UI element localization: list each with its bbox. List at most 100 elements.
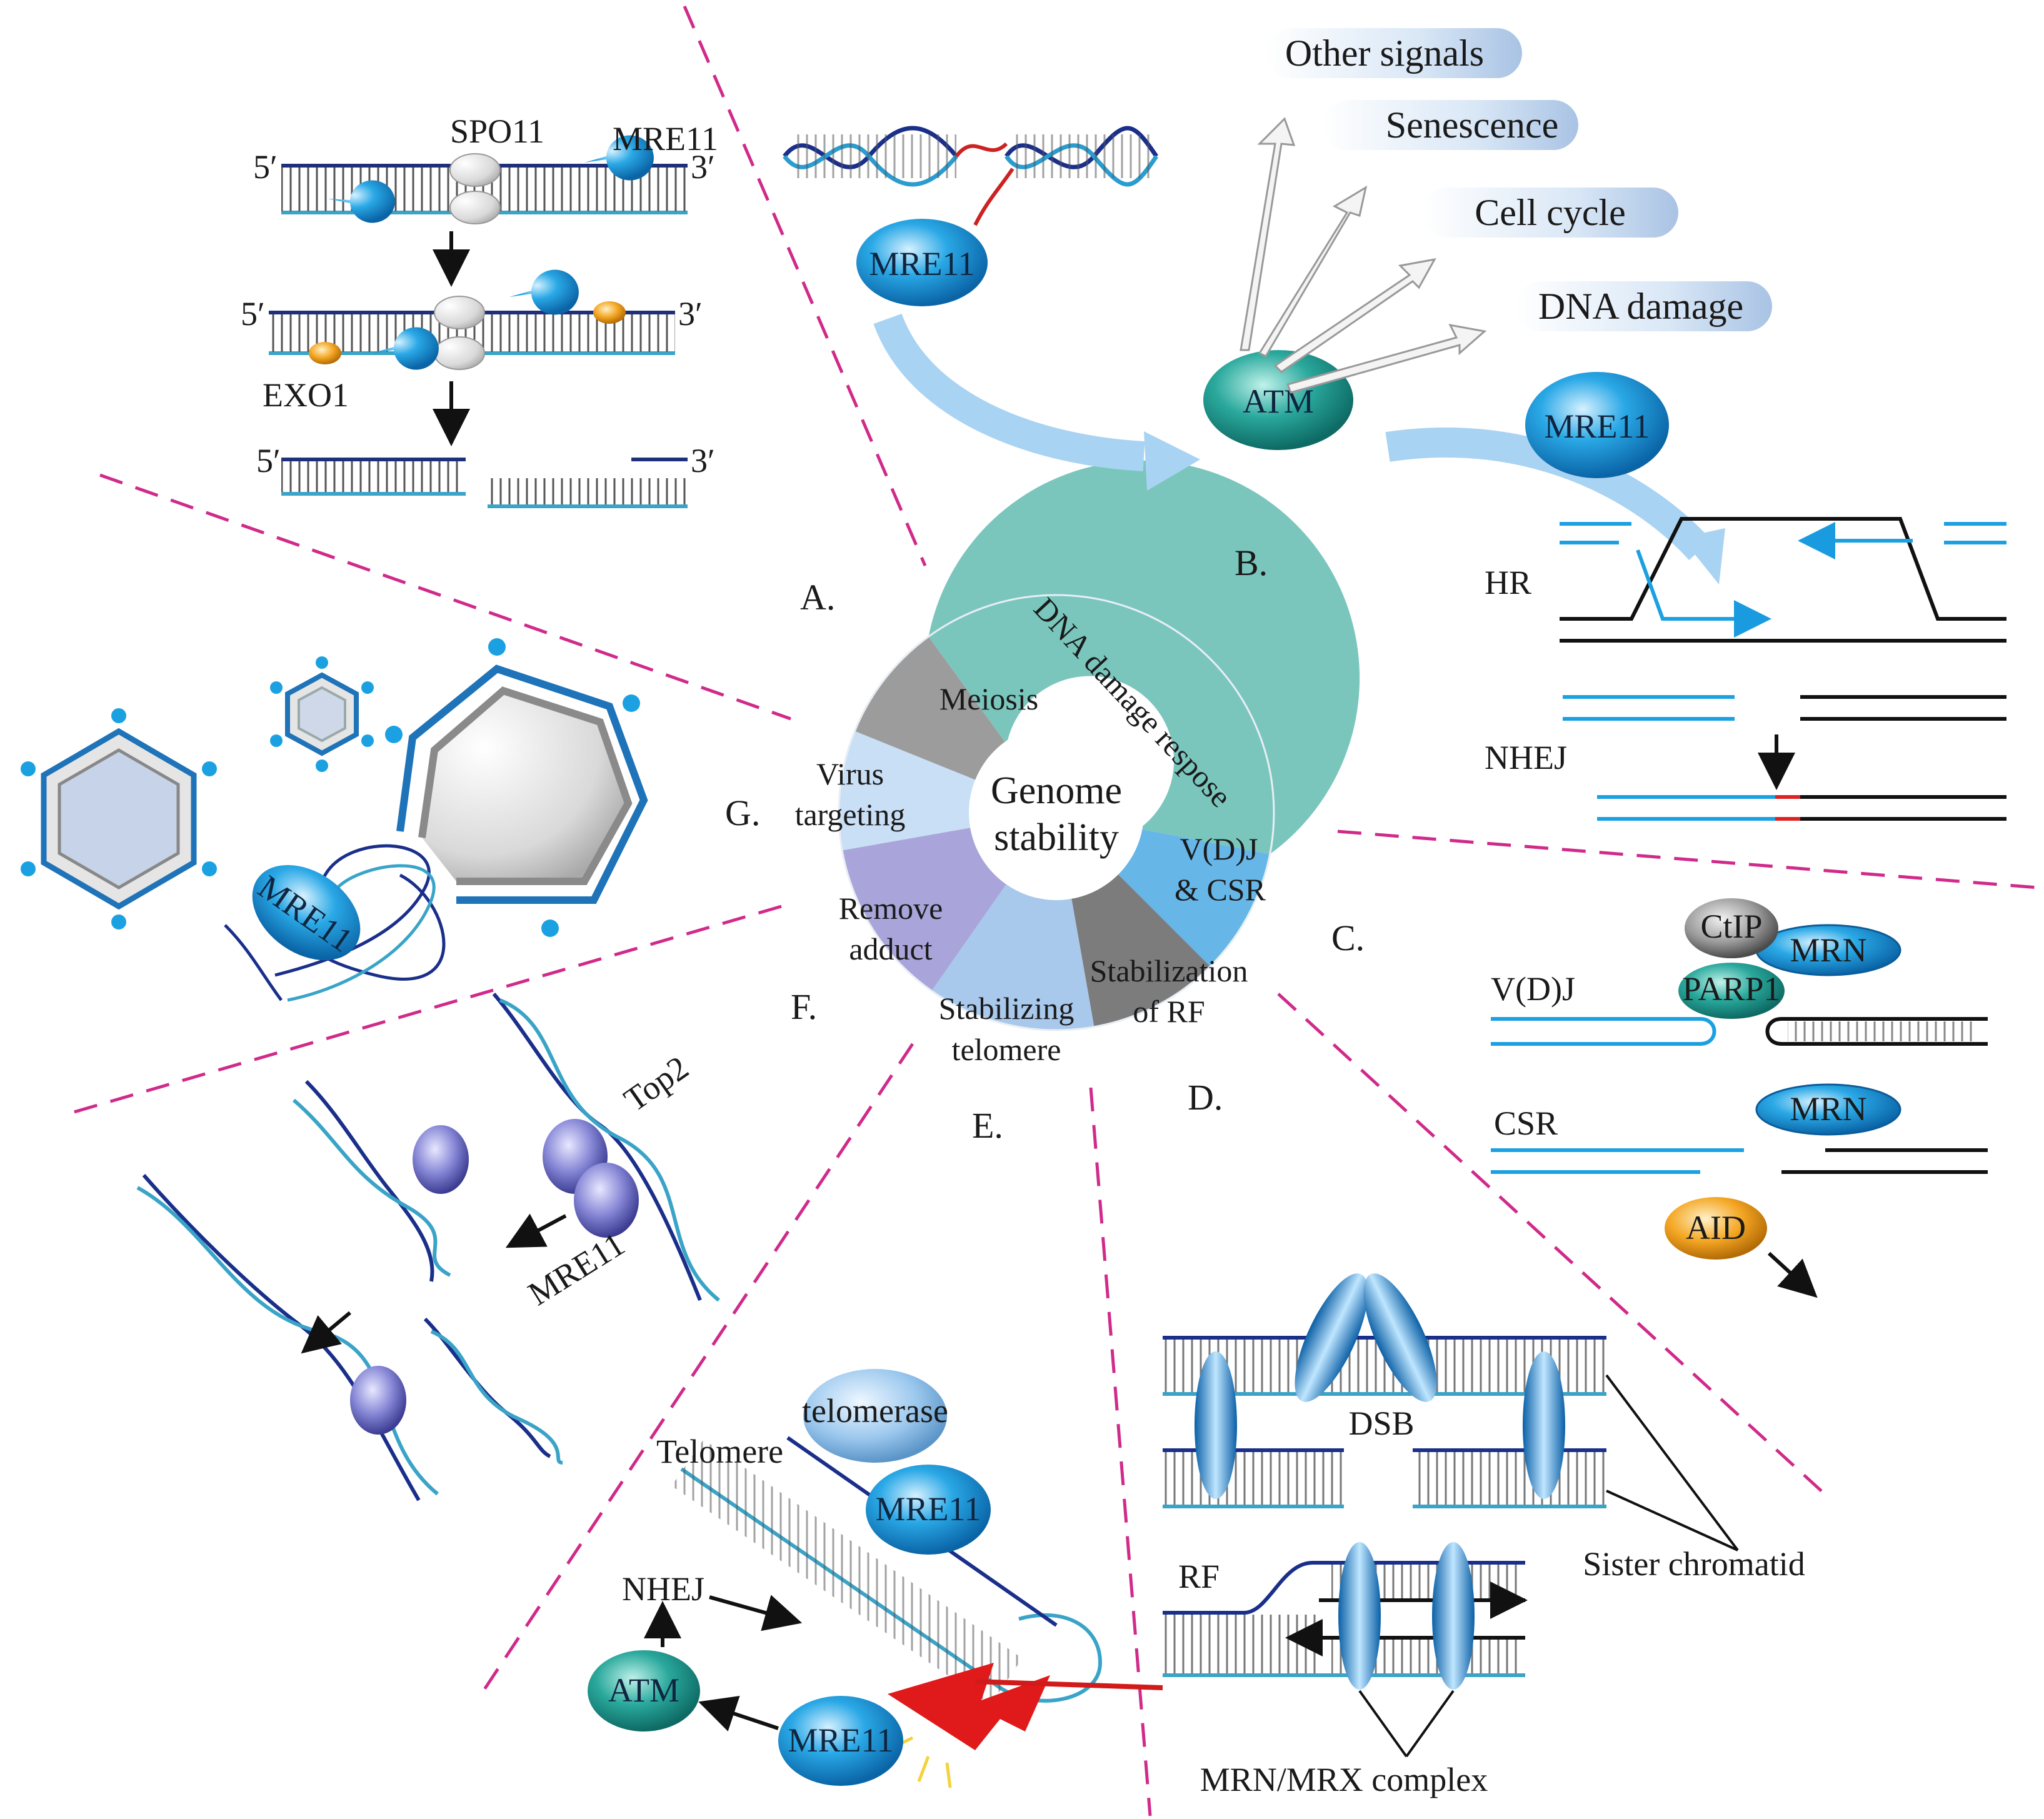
mre11-molecule <box>856 219 988 306</box>
mre11-molecule-2 <box>1525 372 1669 478</box>
panel-vdj-csr: MRN CtIP PARP1 V(D)J MRN CSR AID <box>1491 898 1988 1298</box>
label-mre11-telomere: MRE11 <box>875 1490 981 1528</box>
section-letters: A. B. C. D. E. F. G. <box>725 543 1365 1146</box>
mre11-molecule-telomere <box>866 1465 991 1555</box>
svg-text:Senescence: Senescence <box>1386 104 1559 146</box>
center-title-line2: stability <box>994 816 1119 859</box>
mre11-label-ddr: MRE11 <box>869 245 974 283</box>
label-csr: CSR <box>1494 1105 1558 1142</box>
mre11-label-ddr-2: MRE11 <box>1544 408 1650 445</box>
label-atm-telomere: ATM <box>608 1671 679 1709</box>
mrn-complex-icon <box>1363 1273 1437 1402</box>
wheel-segment-vdj-csr <box>1116 828 1270 967</box>
exo1-icon <box>593 301 626 324</box>
parp1-molecule <box>1678 963 1785 1019</box>
label-mrn-mrx-complex: MRN/MRX complex <box>1200 1761 1488 1798</box>
label-five-prime-1: 5′ <box>253 148 278 186</box>
label-exo1: EXO1 <box>263 376 349 414</box>
label-sister-chromatid: Sister chromatid <box>1583 1545 1805 1583</box>
flow-arrow <box>873 313 1145 471</box>
wheel-segment-stabilization-rf <box>1071 872 1211 1027</box>
signal-pill-other: Other signals <box>1266 28 1522 78</box>
wheel-segment-stabilizing-telomere <box>931 881 1095 1030</box>
label-three-prime-3: 3′ <box>691 442 715 479</box>
wheel-label-telomere-line1: Stabilizing <box>939 991 1075 1026</box>
mre11-molecule-virus <box>252 864 361 961</box>
genome-stability-wheel: Genome stability Meiosis DNA damage resp… <box>795 460 1360 1067</box>
atm-molecule-telomere <box>588 1650 700 1731</box>
wheel-segment-dna-damage-response <box>928 460 1360 854</box>
wheel-label-vdj-line2: & CSR <box>1175 872 1266 907</box>
spo11-bottom <box>449 191 501 224</box>
wheel-center <box>969 725 1144 900</box>
label-rf: RF <box>1178 1558 1220 1595</box>
svg-text:Cell cycle: Cell cycle <box>1475 192 1626 233</box>
label-hr: HR <box>1485 564 1531 601</box>
mrn-molecule-csr <box>1755 1083 1901 1136</box>
exo1-icon <box>309 342 341 364</box>
label-spo11: SPO11 <box>450 113 544 150</box>
label-mre11-adduct: MRE11 <box>522 1225 631 1313</box>
top2-molecule <box>574 1163 639 1238</box>
section-dividers <box>71 6 2038 1816</box>
label-mre11-telomere-2: MRE11 <box>788 1721 893 1759</box>
label-ctip: CtIP <box>1700 908 1762 945</box>
signal-pill-cell-cycle: Cell cycle <box>1422 188 1678 238</box>
mrn-complex-icon <box>1432 1542 1475 1690</box>
label-telomerase: telomerase <box>802 1392 948 1430</box>
label-vdj: V(D)J <box>1491 970 1575 1008</box>
top2-molecule <box>350 1366 406 1435</box>
mrn-complex-icon <box>1195 1351 1237 1499</box>
section-label-d: D. <box>1188 1077 1223 1118</box>
section-label-f: F. <box>791 986 817 1027</box>
panel-stabilization-rf: DSB Sister chromatid RF MRN/MRX complex <box>1163 1273 1805 1798</box>
label-three-prime-2: 3′ <box>678 295 703 333</box>
label-nhej-ddr: NHEJ <box>1485 739 1567 776</box>
signal-pill-dna-damage: DNA damage <box>1516 281 1772 331</box>
label-nhej-telomere: NHEJ <box>622 1570 704 1608</box>
svg-text:DNA damage: DNA damage <box>1538 286 1743 327</box>
label-mre11-meiosis: MRE11 <box>613 120 718 158</box>
label-five-prime-2: 5′ <box>241 295 265 333</box>
label-five-prime-3: 5′ <box>256 442 281 479</box>
top2-molecule <box>413 1125 469 1194</box>
label-dsb: DSB <box>1348 1405 1414 1442</box>
ctip-molecule <box>1685 898 1778 958</box>
panel-meiosis: 5′ 3′ SPO11 MRE11 5′ 3′ EXO1 5′ 3′ <box>241 113 718 508</box>
mrn-complex-icon <box>1295 1273 1368 1402</box>
wheel-segment-meiosis-fill <box>854 636 1007 781</box>
wheel-label-virus-line1: Virus <box>816 756 884 791</box>
wheel-label-meiosis: Meiosis <box>939 681 1038 716</box>
wheel-label-virus-line2: targeting <box>795 797 906 832</box>
mrn-complex-icon <box>1523 1351 1565 1499</box>
panel-virus-targeting: MRE11 <box>21 638 648 1002</box>
label-parp1: PARP1 <box>1682 970 1780 1008</box>
section-label-c: C. <box>1331 918 1365 958</box>
aid-molecule <box>1665 1197 1767 1260</box>
section-label-a: A. <box>800 577 835 618</box>
wheel-segment-virus-targeting <box>838 731 978 851</box>
wheel-label-telomere-line2: telomere <box>952 1032 1061 1067</box>
label-mrn-csr: MRN <box>1790 1090 1866 1128</box>
spo11-top <box>449 153 501 187</box>
section-label-b: B. <box>1235 543 1268 583</box>
mre11-pacman-icon <box>584 135 654 181</box>
label-three-prime-1: 3′ <box>691 148 715 186</box>
svg-text:Other signals: Other signals <box>1285 33 1484 74</box>
signal-pill-senescence: Senescence <box>1322 100 1578 150</box>
center-title-line1: Genome <box>991 769 1122 812</box>
panel-stabilizing-telomere: telomerase Telomere MRE11 NHEJ ATM MRE11 <box>588 1369 1163 1788</box>
panel-dna-damage-response: MRE11 ATM Other signals Senescence Cell … <box>783 28 2006 821</box>
section-label-g: G. <box>725 793 760 833</box>
label-telomere: Telomere <box>656 1433 783 1470</box>
wheel-label-rf-line2: of RF <box>1133 994 1205 1029</box>
wheel-label-adduct-line2: adduct <box>849 931 932 966</box>
mre11-pacman-icon <box>372 327 439 370</box>
mre11-molecule-telomere-2 <box>778 1696 903 1786</box>
wheel-segment-remove-adduct <box>842 827 1008 991</box>
telomerase-molecule <box>803 1369 947 1463</box>
mre11-pacman-icon <box>328 180 395 223</box>
label-top2: Top2 <box>617 1048 695 1118</box>
wheel-label-adduct-line1: Remove <box>839 891 943 926</box>
